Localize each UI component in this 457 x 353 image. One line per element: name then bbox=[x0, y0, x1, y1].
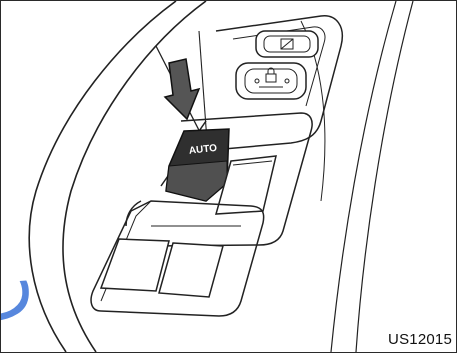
figure-code: US12015 bbox=[388, 331, 452, 348]
watermark: راد خودرو فارس bbox=[1, 232, 35, 352]
door-lock-switch[interactable] bbox=[236, 63, 306, 99]
rear-left-switch[interactable] bbox=[101, 239, 169, 291]
auto-window-switch[interactable]: AUTO bbox=[166, 129, 229, 201]
window-lock-button[interactable] bbox=[256, 31, 318, 57]
rear-right-switch[interactable] bbox=[159, 243, 223, 297]
arrow-down-icon bbox=[165, 59, 199, 119]
